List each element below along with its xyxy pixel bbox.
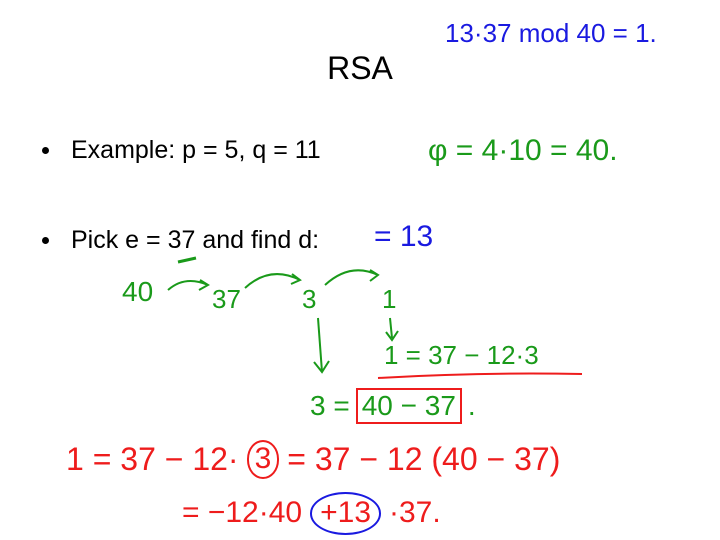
note-top-right: 13·37 mod 40 = 1. [445, 18, 657, 48]
final-circled: +13 [310, 492, 381, 535]
step-one: 1 = 37 − 12·3 [384, 340, 539, 370]
underline-37 [177, 256, 197, 264]
step-three-row: 3 = 40 − 37 . [310, 388, 476, 425]
bullet-dot [42, 237, 49, 244]
arrow-down-1-icon [385, 317, 399, 342]
bullet-text: Example: p = 5, q = 11 [71, 136, 321, 164]
bullet-example: Example: p = 5, q = 11 [42, 136, 321, 165]
chain-3: 3 [302, 284, 317, 314]
step-three-lhs: 3 = [310, 390, 350, 421]
step-three-rhs: 40 − 37 [355, 388, 462, 425]
substitution-b: = 37 − 12 (40 − 37) [287, 440, 561, 477]
note-d-value: = 13 [374, 220, 434, 253]
underline-step-one [377, 372, 583, 379]
arrow-down-3-icon [313, 317, 330, 374]
substitution-row: 1 = 37 − 12· 3 = 37 − 12 (40 − 37) [66, 440, 560, 479]
chain-40: 40 [122, 276, 154, 307]
final-a: = −12·40 [182, 496, 303, 529]
final-row: = −12·40 +13 ·37. [182, 492, 441, 535]
step-three-end: . [467, 390, 476, 421]
note-phi: φ = 4·10 = 40. [428, 134, 618, 167]
arrow-37-3-icon [244, 273, 302, 289]
arrow-3-1-icon [324, 269, 380, 286]
bullet-dot [42, 147, 49, 154]
bullet-pick-e: Pick e = 37 and find d: [42, 226, 319, 255]
slide-title: RSA [327, 50, 393, 86]
bullet-text: Pick e = 37 and find d: [71, 226, 320, 254]
final-b: ·37. [389, 496, 441, 529]
substitution-circled: 3 [246, 440, 280, 479]
substitution-a: 1 = 37 − 12· [66, 440, 239, 477]
chain-37: 37 [212, 284, 241, 314]
arrow-40-37-icon [167, 279, 210, 291]
chain-1: 1 [382, 284, 397, 314]
